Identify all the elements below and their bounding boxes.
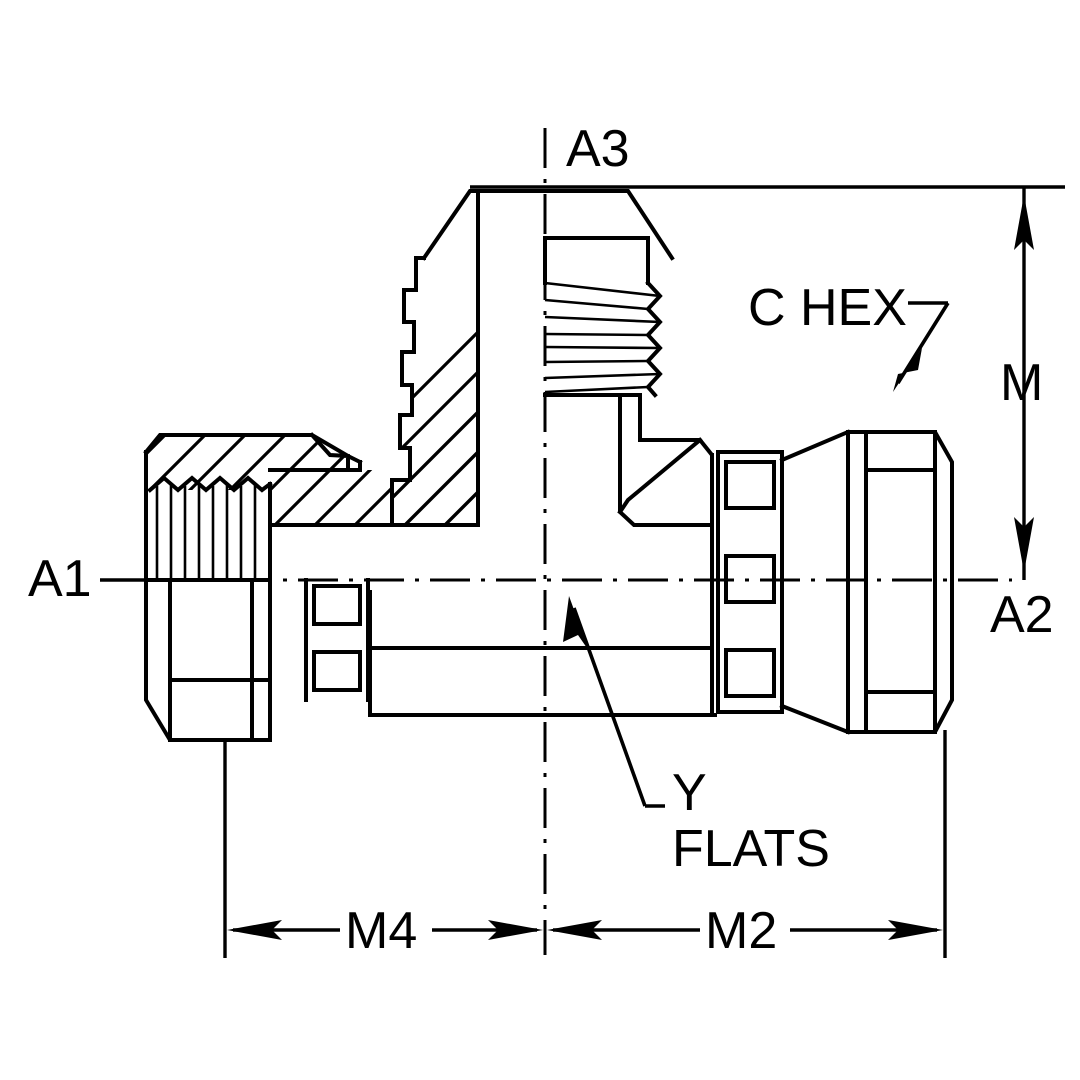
right-flat-pad-lower <box>724 648 776 698</box>
right-flat-pad-upper <box>724 460 776 510</box>
callout-a2: A2 <box>990 586 1054 644</box>
centerlines <box>100 128 1012 955</box>
label-y: Y <box>672 764 707 822</box>
branch-inner-wall <box>618 393 714 527</box>
callout-a1: A1 <box>28 550 146 608</box>
m4-arrow-right <box>488 920 543 940</box>
main-run-body <box>268 450 784 717</box>
branch-right-thread-profile <box>645 280 663 398</box>
label-m2: M2 <box>705 902 777 960</box>
branch-thread-body-outline <box>543 236 650 285</box>
left-nut-internal-thread-profile <box>147 475 273 493</box>
label-flats: FLATS <box>672 820 830 878</box>
callout-y-flats: Y FLATS <box>563 596 830 878</box>
m-arrow-top <box>1014 195 1034 250</box>
right-flat-pad-middle <box>724 554 776 604</box>
label-m: M <box>1000 354 1043 412</box>
m2-arrow-right <box>888 920 943 940</box>
c-hex-leader-line <box>896 301 950 384</box>
label-m4: M4 <box>345 902 417 960</box>
label-a2: A2 <box>990 586 1054 644</box>
label-a3: A3 <box>566 120 630 178</box>
y-flats-arrowhead <box>563 596 589 651</box>
y-flats-leader-line <box>572 607 665 808</box>
callout-c-hex: C HEX <box>748 279 950 392</box>
left-nut-section-outline <box>143 433 363 465</box>
dimension-m4-m2: M4 M2 <box>223 730 947 960</box>
nut-seat-step <box>309 432 362 472</box>
dimension-m: M <box>470 185 1065 580</box>
left-nut-thread-root-lines <box>155 484 257 580</box>
branch-shoulder-fillet <box>617 437 703 515</box>
branch-thread-lines <box>544 281 661 394</box>
c-hex-arrowhead <box>893 348 922 392</box>
m4-arrow-left <box>227 920 282 940</box>
right-hex-nut <box>779 429 954 735</box>
label-c-hex: C HEX <box>748 279 907 337</box>
left-nut-assembly <box>143 432 394 742</box>
right-nut-taper-lower <box>779 703 851 735</box>
vertical-branch-assembly <box>390 189 714 527</box>
left-flat-pad-upper <box>312 584 362 626</box>
branch-left-thread-profile <box>390 256 426 527</box>
m-arrow-bottom <box>1014 517 1034 572</box>
callout-a3: A3 <box>566 120 630 178</box>
m2-arrow-left <box>547 920 602 940</box>
left-flat-pad-lower <box>312 650 362 692</box>
right-nut-taper-upper <box>779 429 851 463</box>
branch-section-hatching <box>392 192 478 525</box>
label-a1: A1 <box>28 550 92 608</box>
branch-top-edge <box>421 189 675 261</box>
